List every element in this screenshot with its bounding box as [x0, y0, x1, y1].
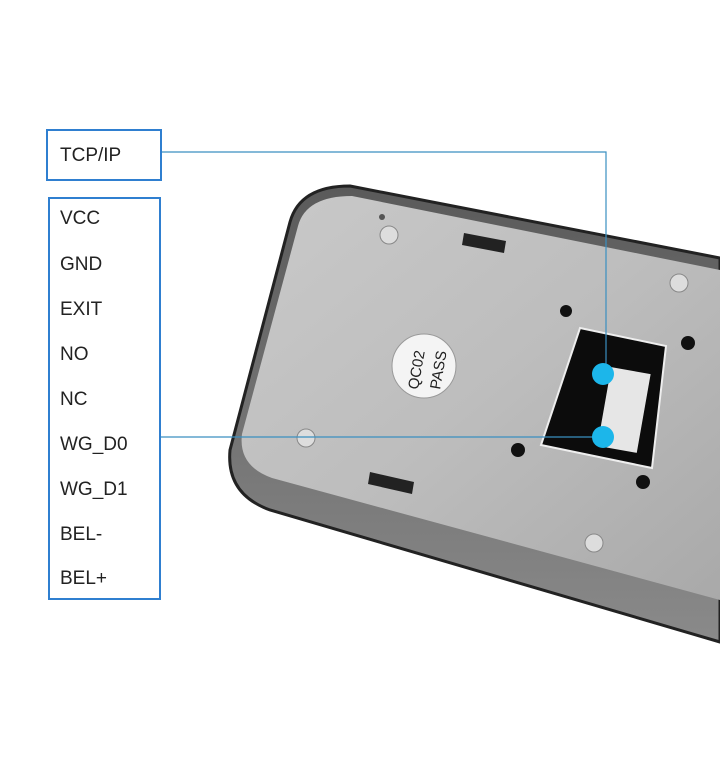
- sticker-line2: PASS: [427, 349, 450, 390]
- pin-label-gnd: GND: [60, 254, 103, 275]
- slots: [368, 233, 506, 494]
- wiegand-port-dot: [592, 426, 614, 448]
- pin-label-exit: EXIT: [60, 299, 103, 320]
- tcp-label-box: TCP/IP: [46, 129, 162, 181]
- pin-label-bel-plus: BEL+: [60, 568, 108, 589]
- pin-label-bel-minus: BEL-: [60, 524, 103, 545]
- tcp-port-dot: [592, 363, 614, 385]
- sticker-line1: QC02: [405, 349, 429, 391]
- tcp-label: TCP/IP: [60, 145, 122, 166]
- pin-label-wg-d0: WG_D0: [60, 434, 128, 455]
- pin-label-vcc: VCC: [60, 208, 101, 229]
- pin-label-nc: NC: [60, 389, 88, 410]
- callout-lines: [161, 151, 607, 438]
- device-body: [228, 184, 720, 644]
- pin-label-box: VCC GND EXIT NO NC WG_D0 WG_D1 BEL- BEL+: [48, 197, 161, 600]
- screws: [296, 225, 689, 553]
- screw-holes: [379, 214, 695, 489]
- qc-sticker: QC02 PASS: [391, 333, 457, 399]
- pin-label-wg-d1: WG_D1: [60, 479, 128, 500]
- pin-label-no: NO: [60, 344, 89, 365]
